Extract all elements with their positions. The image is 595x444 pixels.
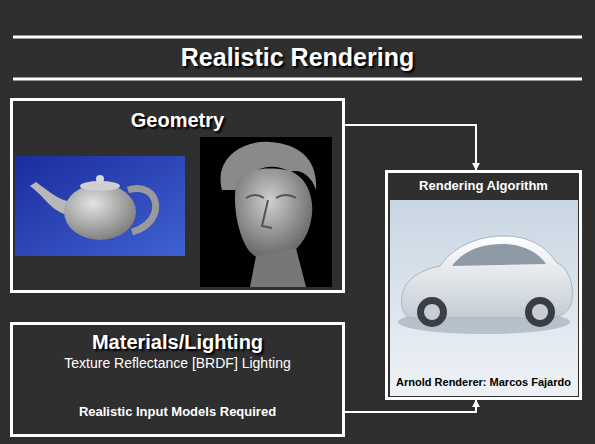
flow-arrow	[345, 125, 476, 170]
box-note: Realistic Input Models Required	[13, 405, 342, 420]
teapot-body	[64, 184, 136, 240]
teapot-ground	[15, 156, 185, 256]
head-face	[235, 169, 312, 262]
head-ground	[200, 137, 332, 287]
car-wheel	[525, 297, 555, 327]
car-wheel	[417, 297, 447, 327]
box-heading: Rendering Algorithm	[388, 179, 579, 194]
geometry-box: Geometry	[10, 98, 345, 293]
head-image	[200, 137, 332, 287]
box-heading: Geometry	[13, 109, 342, 132]
car-wheel	[532, 304, 548, 320]
image-credit: Arnold Renderer: Marcos Fajardo	[388, 376, 579, 389]
flow-arrow	[345, 400, 476, 412]
head-neck	[250, 248, 306, 287]
materials-box: Materials/LightingTexture Reflectance [B…	[10, 322, 345, 437]
car-window	[452, 244, 546, 266]
rule-line	[13, 78, 582, 81]
box-heading: Materials/Lighting	[13, 331, 342, 354]
box-body: Texture Reflectance [BRDF] Lighting	[13, 355, 342, 371]
head-nose	[262, 200, 272, 228]
rendering-box: Rendering AlgorithmArnold Renderer: Marc…	[385, 170, 582, 400]
teapot-knob	[96, 175, 104, 183]
car-image	[390, 200, 578, 396]
head-brow	[246, 195, 296, 198]
car-ground	[390, 200, 578, 396]
car-wheel	[424, 304, 440, 320]
teapot-image	[15, 156, 185, 256]
title-bar: Realistic Rendering	[0, 43, 595, 72]
rule-line	[13, 36, 582, 39]
title-text: Realistic Rendering	[0, 43, 595, 72]
